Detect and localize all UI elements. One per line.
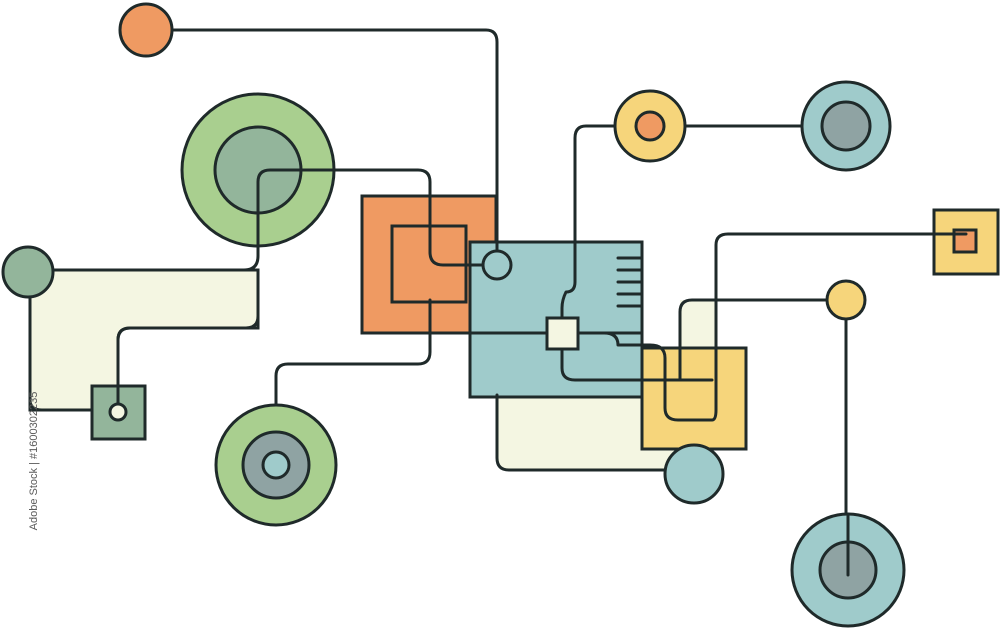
large-green-ring xyxy=(180,92,336,248)
yellow-dot-right xyxy=(825,279,867,321)
left-sage-dot xyxy=(1,245,55,299)
teal-dot-bottom xyxy=(663,443,725,505)
teal-ring-bottom-right xyxy=(790,512,906,628)
yellow-square-right xyxy=(932,208,1000,276)
stock-id-label: Adobe Stock | #1600302235 xyxy=(28,391,40,531)
cream-panel-right xyxy=(680,300,715,350)
yellow-ring-top xyxy=(613,89,687,163)
white-square-node xyxy=(545,316,580,351)
green-ring-bottom xyxy=(214,403,338,527)
yellow-square-center xyxy=(640,346,748,451)
orange-dot-top-left xyxy=(118,2,174,58)
small-sage-square xyxy=(90,384,147,441)
teal-dot-junction xyxy=(481,249,513,281)
teal-ring-top-right xyxy=(800,80,892,172)
